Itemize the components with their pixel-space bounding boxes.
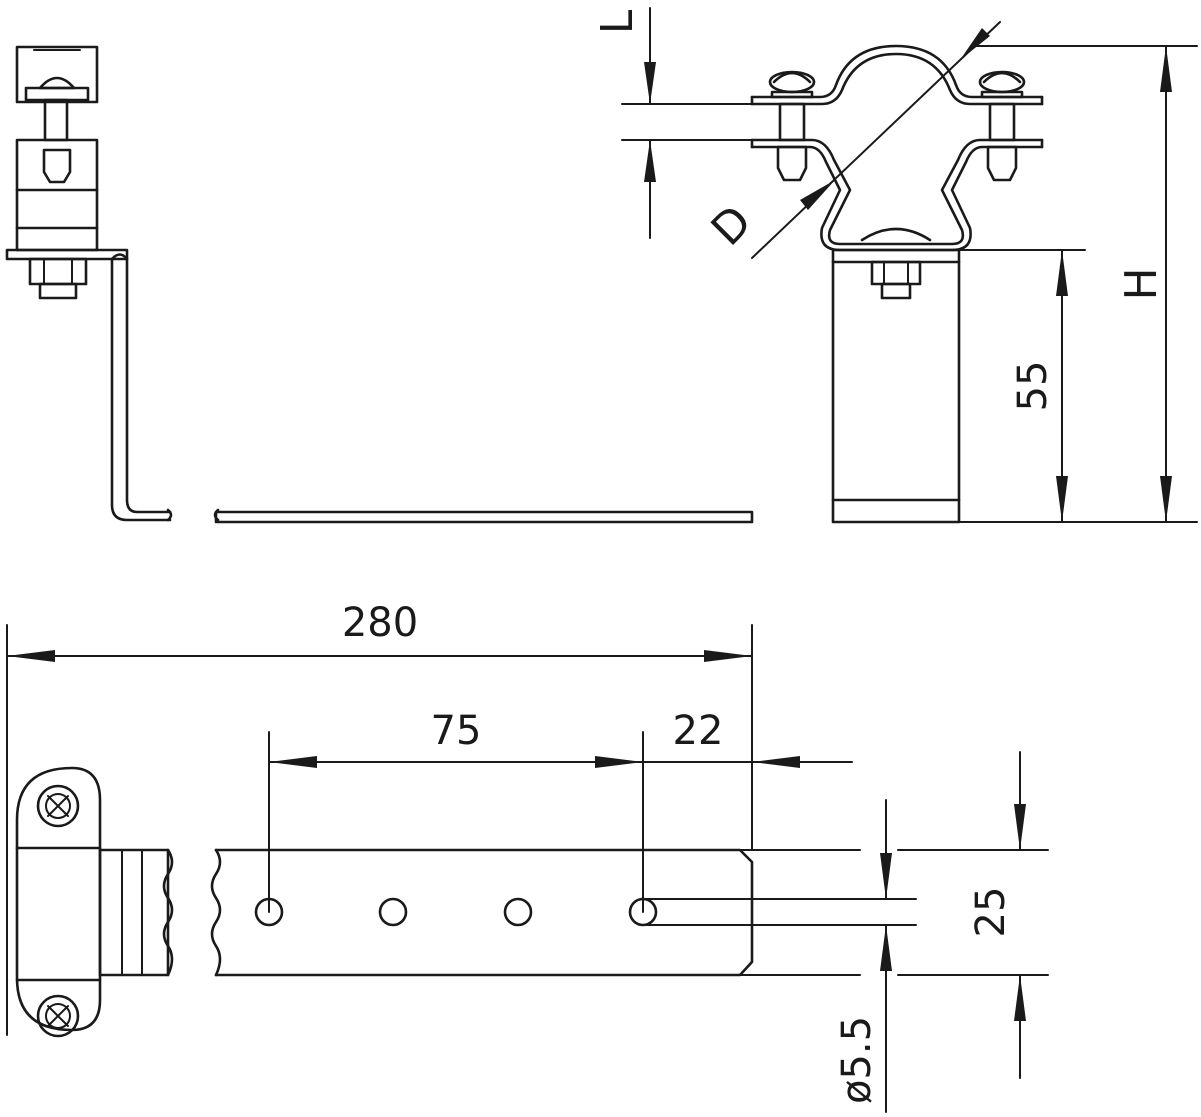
label-height: H xyxy=(1116,267,1167,300)
label-diameter: D xyxy=(702,196,762,256)
dim-base-height: 55 xyxy=(1010,361,1056,412)
dimension-L: L xyxy=(592,7,753,239)
dim-end-offset: 22 xyxy=(673,708,724,754)
dimension-25: 25 xyxy=(897,751,1049,1079)
dim-hole-pitch: 75 xyxy=(431,708,482,754)
plan-view xyxy=(15,766,917,1038)
side-view xyxy=(5,45,754,524)
dimension-hole-diameter: ø5.5 xyxy=(834,799,892,1113)
front-view xyxy=(750,44,1044,524)
label-length: L xyxy=(592,9,643,34)
dimension-75: 75 xyxy=(268,708,644,913)
dim-strip-width: 25 xyxy=(968,887,1014,938)
dimension-H: H xyxy=(958,45,1198,523)
dimension-55: 55 xyxy=(958,249,1086,523)
dim-hole-diameter: ø5.5 xyxy=(834,1016,880,1104)
dimension-280: 280 xyxy=(6,600,753,1036)
dim-overall-length: 280 xyxy=(342,600,418,646)
dimension-22: 22 xyxy=(642,708,853,768)
